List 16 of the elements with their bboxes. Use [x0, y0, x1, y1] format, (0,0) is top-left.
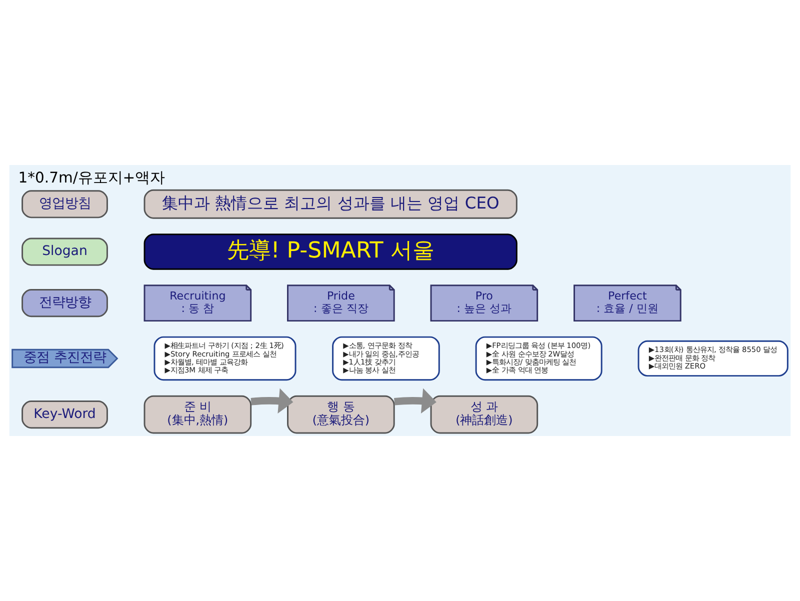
- node-box: ▶FP리딩그룹 육성 (본부 100명) ▶全 사원 순수보장 2W달성 ▶특화시장/ 맞춤마케팅 실천 ▶全 가족 억대 연봉: [475, 336, 602, 381]
- arrow: [394, 388, 436, 414]
- node-box: ▶相生파트너 구하기 (지점 ; 2生 1死) ▶Story Recruiting 프로세스 실천 ▶차월별, 테마별 교육강화 ▶지점3M 체제 구축: [154, 336, 296, 381]
- node-box: ▶13회(차) 통산유지, 정착율 8550 달성 ▶완전판매 문화 정착 ▶대외민원 ZERO: [638, 340, 788, 377]
- node-box: 준 비 (集中,熱情): [144, 395, 252, 434]
- arrow: [250, 388, 294, 414]
- node-box: 영업방침: [22, 190, 108, 218]
- node-box: Key-Word: [22, 400, 108, 429]
- diagram-title: 1*0.7m/유포지+액자: [18, 170, 166, 187]
- node-box: 성 과 (神話創造): [430, 395, 538, 434]
- node-box: 先導! P-SMART 서울: [144, 234, 518, 270]
- node-box: Slogan: [22, 238, 108, 266]
- node-box: ▶소통, 연구문화 정착 ▶내가 일의 중심,주인공 ▶1人1技 갖추기 ▶나눔 봉사 실천: [332, 336, 440, 381]
- node-box: 集中과 熱情으로 최고의 성과를 내는 영업 CEO: [144, 189, 518, 219]
- node-box: 전략방향: [22, 289, 108, 318]
- node-box: 행 동 (意氣投合): [287, 395, 395, 434]
